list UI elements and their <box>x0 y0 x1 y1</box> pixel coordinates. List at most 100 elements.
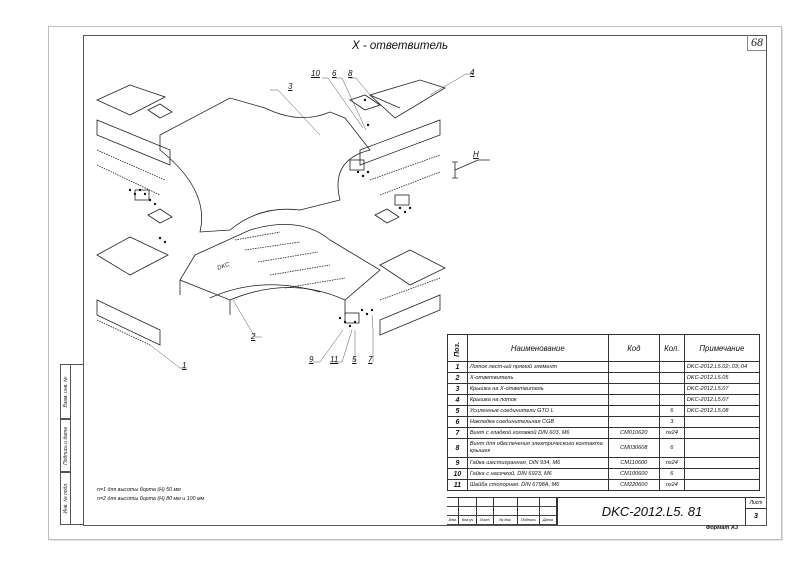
row-pos: 11 <box>447 479 468 491</box>
callout-5: 5 <box>352 355 357 364</box>
tb-col-list: Лист <box>476 516 494 525</box>
row-name: X-ответвитель <box>466 372 609 384</box>
note-line: n=1 для высоты борта (H) 50 мм <box>97 487 181 493</box>
row-name: Гайка с насечкой, DIN 6923, M6 <box>466 468 609 480</box>
row-name: Крышка на лоток <box>466 394 609 406</box>
title-block: Изм. Кол.уч Лист № док. Подпись Дата DKC… <box>447 497 766 525</box>
tb-col-ndoc: № док. <box>493 516 518 525</box>
side-cell-inventory: Инв. № подл. <box>60 471 71 525</box>
row-pos: 6 <box>447 416 468 428</box>
notes: n=1 для высоты борта (H) 50 мм n=2 для в… <box>97 486 204 504</box>
tb-col-date: Дата <box>539 516 557 525</box>
row-pos: 7 <box>447 427 468 439</box>
header-note: Примечание <box>683 334 760 362</box>
row-qty: nx24 <box>658 457 685 469</box>
row-note: DKC-2012.L5.05 <box>683 372 760 384</box>
callout-7: 7 <box>368 355 373 364</box>
callout-11: 11 <box>330 355 339 364</box>
row-code: CM100600 <box>607 468 660 480</box>
sheet-label: Лист <box>746 498 766 509</box>
row-name: Лоток лест-ый прямой элемент <box>466 361 609 373</box>
sheet-corner-number: 68 <box>747 35 766 51</box>
revision-grid: Изм. Кол.уч Лист № док. Подпись Дата <box>447 498 557 525</box>
x-branch-tray <box>179 224 381 301</box>
row-name: Винт с гладкой головкой DIN 603, M6 <box>466 427 609 439</box>
row-pos: 2 <box>447 372 468 384</box>
row-name: Накладка соединительная CGB <box>466 416 609 428</box>
row-note: DKC-2012.L5.08 <box>683 405 760 417</box>
callout-1: 1 <box>182 361 187 370</box>
drawing-frame <box>83 35 767 526</box>
row-code: CM110600 <box>607 457 660 469</box>
note-line: n=2 для высоты борта (H) 80 мм и 100 мм <box>97 496 205 502</box>
row-qty: 6 <box>658 405 685 417</box>
side-cell-replace: Взам. инв. № <box>60 364 71 420</box>
tray-cover-bottom-right <box>379 249 446 286</box>
sheet-number: 3 <box>754 513 758 520</box>
row-qty: nx24 <box>658 479 685 491</box>
row-pos: 5 <box>447 405 468 417</box>
row-note <box>683 468 760 480</box>
tray-cover-bottom-left <box>96 236 169 276</box>
row-code: CM030608 <box>607 438 660 458</box>
drawing-sheet <box>48 26 782 540</box>
row-pos: 3 <box>447 383 468 395</box>
ladder-tray-right <box>359 119 441 166</box>
row-note <box>683 427 760 439</box>
callout-10: 10 <box>311 69 320 78</box>
row-note <box>683 416 760 428</box>
row-note <box>683 438 760 458</box>
tb-col-sign: Подпись <box>517 516 540 525</box>
row-note <box>683 457 760 469</box>
row-qty <box>658 394 685 406</box>
row-pos: 10 <box>447 468 468 480</box>
callout-3: 3 <box>288 82 293 91</box>
callout-9: 9 <box>309 355 314 364</box>
row-name: Винт для обеспечения электрического конт… <box>466 438 609 458</box>
fastener-dots <box>128 98 412 328</box>
side-approval-strip: Взам. инв. № Подпись и дата Инв. № подл. <box>60 364 84 525</box>
row-qty: 6 <box>658 468 685 480</box>
document-code: DKC-2012.L5. 81 <box>557 498 746 525</box>
tray-cover-top-right <box>369 79 446 119</box>
callout-H: H <box>473 150 479 159</box>
row-code <box>607 394 660 406</box>
row-qty <box>658 383 685 395</box>
tb-col-izm: Изм. <box>447 516 460 525</box>
row-note <box>683 479 760 491</box>
header-qty: Кол. <box>658 334 685 362</box>
row-pos: 1 <box>447 361 468 373</box>
row-qty <box>658 361 685 373</box>
row-qty <box>658 372 685 384</box>
row-pos: 9 <box>447 457 468 469</box>
row-code <box>607 383 660 395</box>
side-cell-signature: Подпись и дата <box>60 418 71 473</box>
format-label: Формат А3 <box>706 525 739 531</box>
row-name: Шайба стопорная. DIN 6798A, M6 <box>466 479 609 491</box>
drawing-title: X - ответвитель <box>352 40 448 52</box>
callout-4: 4 <box>470 68 475 77</box>
callout-8: 8 <box>348 69 353 78</box>
header-pos: Поз. <box>447 334 468 362</box>
x-branch-cover <box>159 97 371 233</box>
row-qty: 3 <box>658 416 685 428</box>
row-code <box>607 405 660 417</box>
callout-6: 6 <box>332 69 337 78</box>
row-name: Крышка на X-ответвитель <box>466 383 609 395</box>
row-name: Гайка шестигранная, DIN 934, M6 <box>466 457 609 469</box>
header-name: Наименование <box>466 334 609 362</box>
row-name: Усиленные соединители GTO L <box>466 405 609 417</box>
callout-2: 2 <box>251 332 256 341</box>
row-qty: 6 <box>658 438 685 458</box>
row-pos: 8 <box>447 438 468 458</box>
row-pos: 4 <box>447 394 468 406</box>
